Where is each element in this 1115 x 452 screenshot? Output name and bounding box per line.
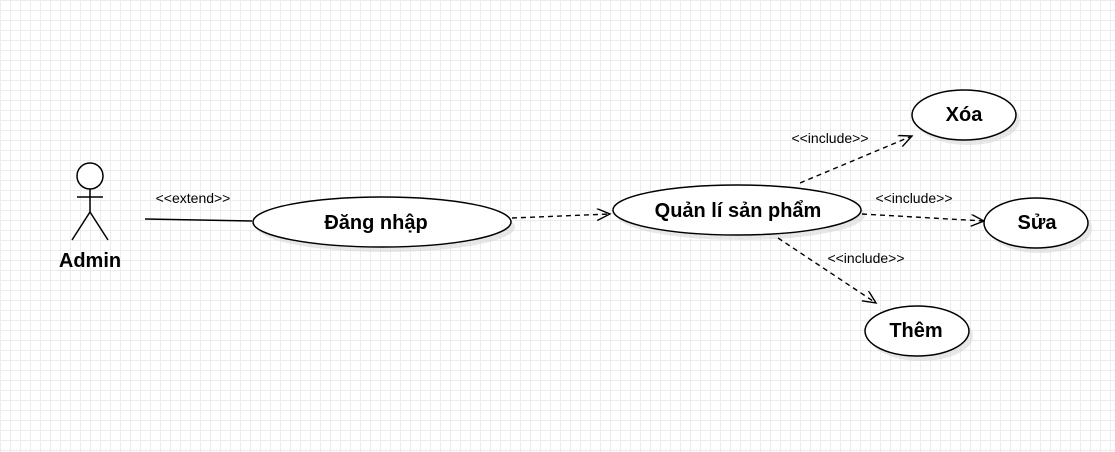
include-edit[interactable]: <<include>> [861, 190, 984, 221]
usecase-manage-products[interactable]: Quản lí sản phẩm [612, 184, 865, 240]
extend-association[interactable]: <<extend>> [144, 190, 253, 222]
usecase-add-label: Thêm [889, 320, 942, 342]
include-add-line [777, 237, 876, 303]
dependency-login-to-manage[interactable] [511, 214, 610, 218]
usecase-login-ellipse [252, 196, 512, 248]
actor-admin[interactable]: Admin [59, 162, 121, 272]
include-delete[interactable]: <<include>> [791, 130, 912, 184]
usecase-login[interactable]: Đăng nhập [252, 196, 515, 252]
include-add[interactable]: <<include>> [777, 237, 905, 303]
usecase-manage-products-label: Quản lí sản phẩm [655, 200, 822, 222]
usecase-edit-label: Sửa [1018, 212, 1058, 234]
actor-right-leg [89, 211, 109, 241]
usecase-delete[interactable]: Xóa [911, 89, 1020, 145]
usecase-delete-label: Xóa [946, 104, 984, 126]
extend-label: <<extend>> [156, 190, 231, 206]
actor-label: Admin [59, 250, 121, 272]
usecase-add[interactable]: Thêm [864, 305, 973, 361]
include-edit-line [861, 213, 984, 221]
usecase-manage-products-ellipse [612, 184, 862, 236]
include-delete-line [799, 136, 912, 184]
usecase-edit[interactable]: Sửa [983, 197, 1092, 253]
include-edit-label: <<include>> [875, 190, 952, 206]
include-add-label: <<include>> [827, 250, 904, 266]
usecase-login-label: Đăng nhập [324, 212, 427, 234]
actor-head [76, 162, 104, 190]
extend-line [144, 218, 253, 222]
actor-left-leg [71, 211, 91, 241]
usecase-add-ellipse [864, 305, 970, 357]
include-delete-label: <<include>> [791, 130, 868, 146]
usecase-delete-ellipse [911, 89, 1017, 141]
usecase-edit-ellipse [983, 197, 1089, 249]
